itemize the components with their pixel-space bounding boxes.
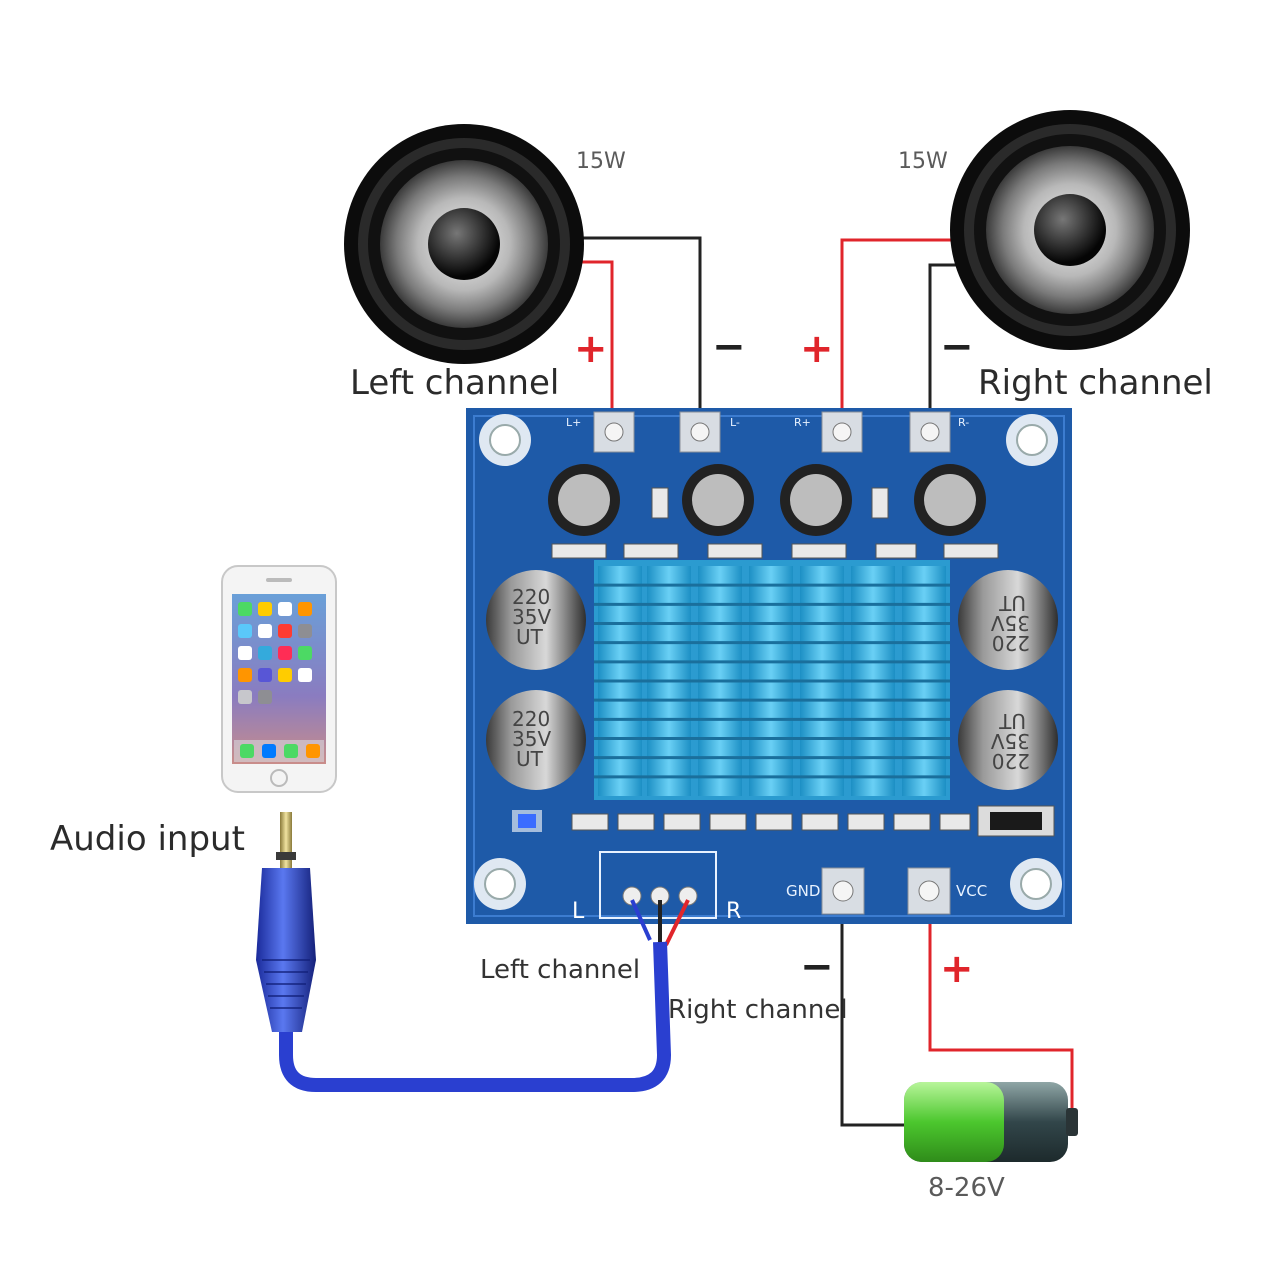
- gnd-minus-sign: −: [800, 944, 834, 990]
- inductor-4: [914, 464, 986, 536]
- audio-cable: [279, 941, 671, 1092]
- cap-tr-line3: UT: [998, 591, 1026, 615]
- cap-bl-line2: 35V: [512, 727, 551, 751]
- audio-plug: [256, 812, 316, 1032]
- right-plus-sign: +: [800, 326, 834, 372]
- pad-vcc: [907, 867, 951, 915]
- cap-tr-line1: 220: [992, 631, 1030, 655]
- amplifier-board: L+ L- R+ R- 220 35V UT 220: [466, 408, 1072, 924]
- pad-l-plus: [593, 411, 635, 453]
- silk-input-l: L: [572, 899, 585, 924]
- phone-app-icons: [234, 602, 324, 762]
- cap-br-line2: 35V: [991, 729, 1030, 753]
- capacitor-top-left: 220 35V UT: [486, 570, 586, 670]
- battery: [904, 1082, 1078, 1162]
- silk-r-plus: R+: [794, 416, 811, 429]
- silk-l-minus: L-: [730, 416, 740, 429]
- heatsink: [594, 560, 950, 800]
- mounting-hole-bottom-right: [1010, 858, 1062, 910]
- inductor-3: [780, 464, 852, 536]
- pad-r-plus: [821, 411, 863, 453]
- silk-r-minus: R-: [958, 416, 969, 429]
- cap-tl-line1: 220: [512, 585, 550, 609]
- vcc-wire: [928, 905, 1074, 1115]
- vcc-plus-sign: +: [940, 946, 974, 992]
- silk-l-plus: L+: [566, 416, 581, 429]
- input-wire-right: [664, 899, 690, 946]
- silk-gnd: GND: [786, 882, 820, 900]
- left-speaker-power: 15W: [576, 149, 626, 174]
- capacitor-top-right: 220 35V UT: [958, 570, 1058, 670]
- left-speaker: [344, 124, 584, 364]
- cap-tr-line2: 35V: [991, 611, 1030, 635]
- left-minus-wire: [570, 236, 702, 430]
- inductor-2: [682, 464, 754, 536]
- diode: [977, 805, 1055, 837]
- audio-input-label: Audio input: [50, 819, 245, 859]
- mounting-hole-top-left: [479, 414, 531, 466]
- phone: [221, 565, 337, 793]
- gnd-wire: [840, 905, 905, 1127]
- right-speaker: [950, 110, 1190, 350]
- left-channel-label: Left channel: [350, 363, 559, 403]
- pad-gnd: [821, 867, 865, 915]
- input-wires: [630, 899, 690, 946]
- capacitor-bottom-right: 220 35V UT: [958, 690, 1058, 790]
- mounting-hole-bottom-left: [474, 858, 526, 910]
- power-wires: [840, 905, 1074, 1127]
- pad-l-minus: [679, 411, 721, 453]
- right-minus-sign: −: [940, 324, 974, 370]
- silk-vcc: VCC: [956, 882, 987, 900]
- right-plus-wire: [840, 238, 960, 430]
- capacitor-bottom-left: 220 35V UT: [486, 690, 586, 790]
- cap-br-line1: 220: [992, 749, 1030, 773]
- input-wire-left: [630, 899, 652, 941]
- cap-bl-line3: UT: [516, 747, 544, 771]
- silk-input-r: R: [726, 899, 741, 924]
- left-minus-sign: −: [712, 324, 746, 370]
- cap-tl-line3: UT: [516, 625, 544, 649]
- right-speaker-power: 15W: [898, 149, 948, 174]
- cap-bl-line1: 220: [512, 707, 550, 731]
- right-minus-wire: [928, 263, 962, 430]
- cap-tl-line2: 35V: [512, 605, 551, 629]
- right-channel-label: Right channel: [978, 363, 1213, 403]
- pad-r-minus: [909, 411, 951, 453]
- smd-row-top: [551, 487, 999, 559]
- speaker-wires: [570, 236, 962, 430]
- battery-voltage-label: 8-26V: [928, 1173, 1005, 1203]
- led: [512, 810, 542, 832]
- smd-row-bottom: [571, 813, 971, 831]
- input-left-channel-label: Left channel: [480, 955, 640, 985]
- cap-br-line3: UT: [998, 709, 1026, 733]
- left-plus-sign: +: [574, 326, 608, 372]
- mounting-hole-top-right: [1006, 414, 1058, 466]
- inductor-1: [548, 464, 620, 536]
- input-right-channel-label: Right channel: [668, 995, 848, 1025]
- left-plus-wire: [572, 260, 614, 430]
